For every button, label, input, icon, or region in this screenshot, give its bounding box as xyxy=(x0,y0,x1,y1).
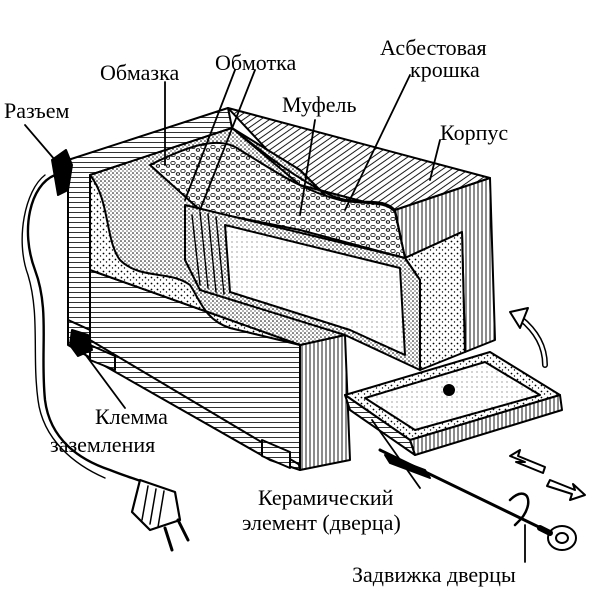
casing-front-end xyxy=(299,334,351,471)
leader-ceramic xyxy=(371,419,421,489)
slide-arrow-left xyxy=(509,449,546,474)
leader-asbest xyxy=(344,74,411,211)
label-asbest-1: Асбестовая xyxy=(380,35,487,60)
label-asbest-2: крошка xyxy=(410,57,480,82)
muffle-cavity xyxy=(224,224,406,356)
label-ceramic-1: Керамический xyxy=(258,485,394,510)
leader-mufel xyxy=(299,119,316,216)
plug-ridges xyxy=(141,485,165,528)
leader-korpus xyxy=(429,139,441,181)
latch-knob[interactable] xyxy=(547,525,577,551)
slide-arrow-right xyxy=(546,479,586,501)
leader-razem xyxy=(24,124,56,161)
lift-arrow-head xyxy=(509,307,529,329)
asbestos-crumb-fill xyxy=(231,127,396,211)
power-plug[interactable] xyxy=(130,478,182,532)
ceramic-door-side xyxy=(344,394,416,456)
plug-pins xyxy=(163,518,190,552)
ceramic-door-knob[interactable] xyxy=(443,384,455,396)
left-end-insulation xyxy=(89,174,301,346)
label-obmazka: Обмазка xyxy=(100,60,179,85)
foot-right xyxy=(261,439,291,469)
label-mufel: Муфель xyxy=(282,92,357,117)
leader-klemma xyxy=(81,349,126,409)
latch-knob-inner xyxy=(555,532,569,544)
latch-handle[interactable] xyxy=(508,492,530,527)
power-cable-twist xyxy=(21,174,106,479)
leader-obmotka xyxy=(199,69,256,211)
label-korpus: Корпус xyxy=(440,120,508,145)
power-cable xyxy=(26,173,152,487)
label-obmotka: Обмотка xyxy=(215,50,296,75)
label-razem: Разъем xyxy=(4,98,69,123)
foot-left xyxy=(89,344,116,371)
label-klemma-2: заземления xyxy=(50,432,155,457)
power-connector[interactable] xyxy=(51,149,73,196)
label-klemma-1: Клемма xyxy=(95,404,168,429)
latch-knob-neck xyxy=(537,525,553,536)
label-latch: Задвижка дверцы xyxy=(352,562,516,587)
latch-bracket xyxy=(384,454,431,479)
winding-ridges xyxy=(191,211,225,295)
ceramic-door-inner xyxy=(364,361,541,431)
asbestos-crumb-mound xyxy=(149,141,406,259)
label-ceramic-2: элемент (дверца) xyxy=(242,510,401,535)
leader-obmotka-2 xyxy=(184,69,236,201)
